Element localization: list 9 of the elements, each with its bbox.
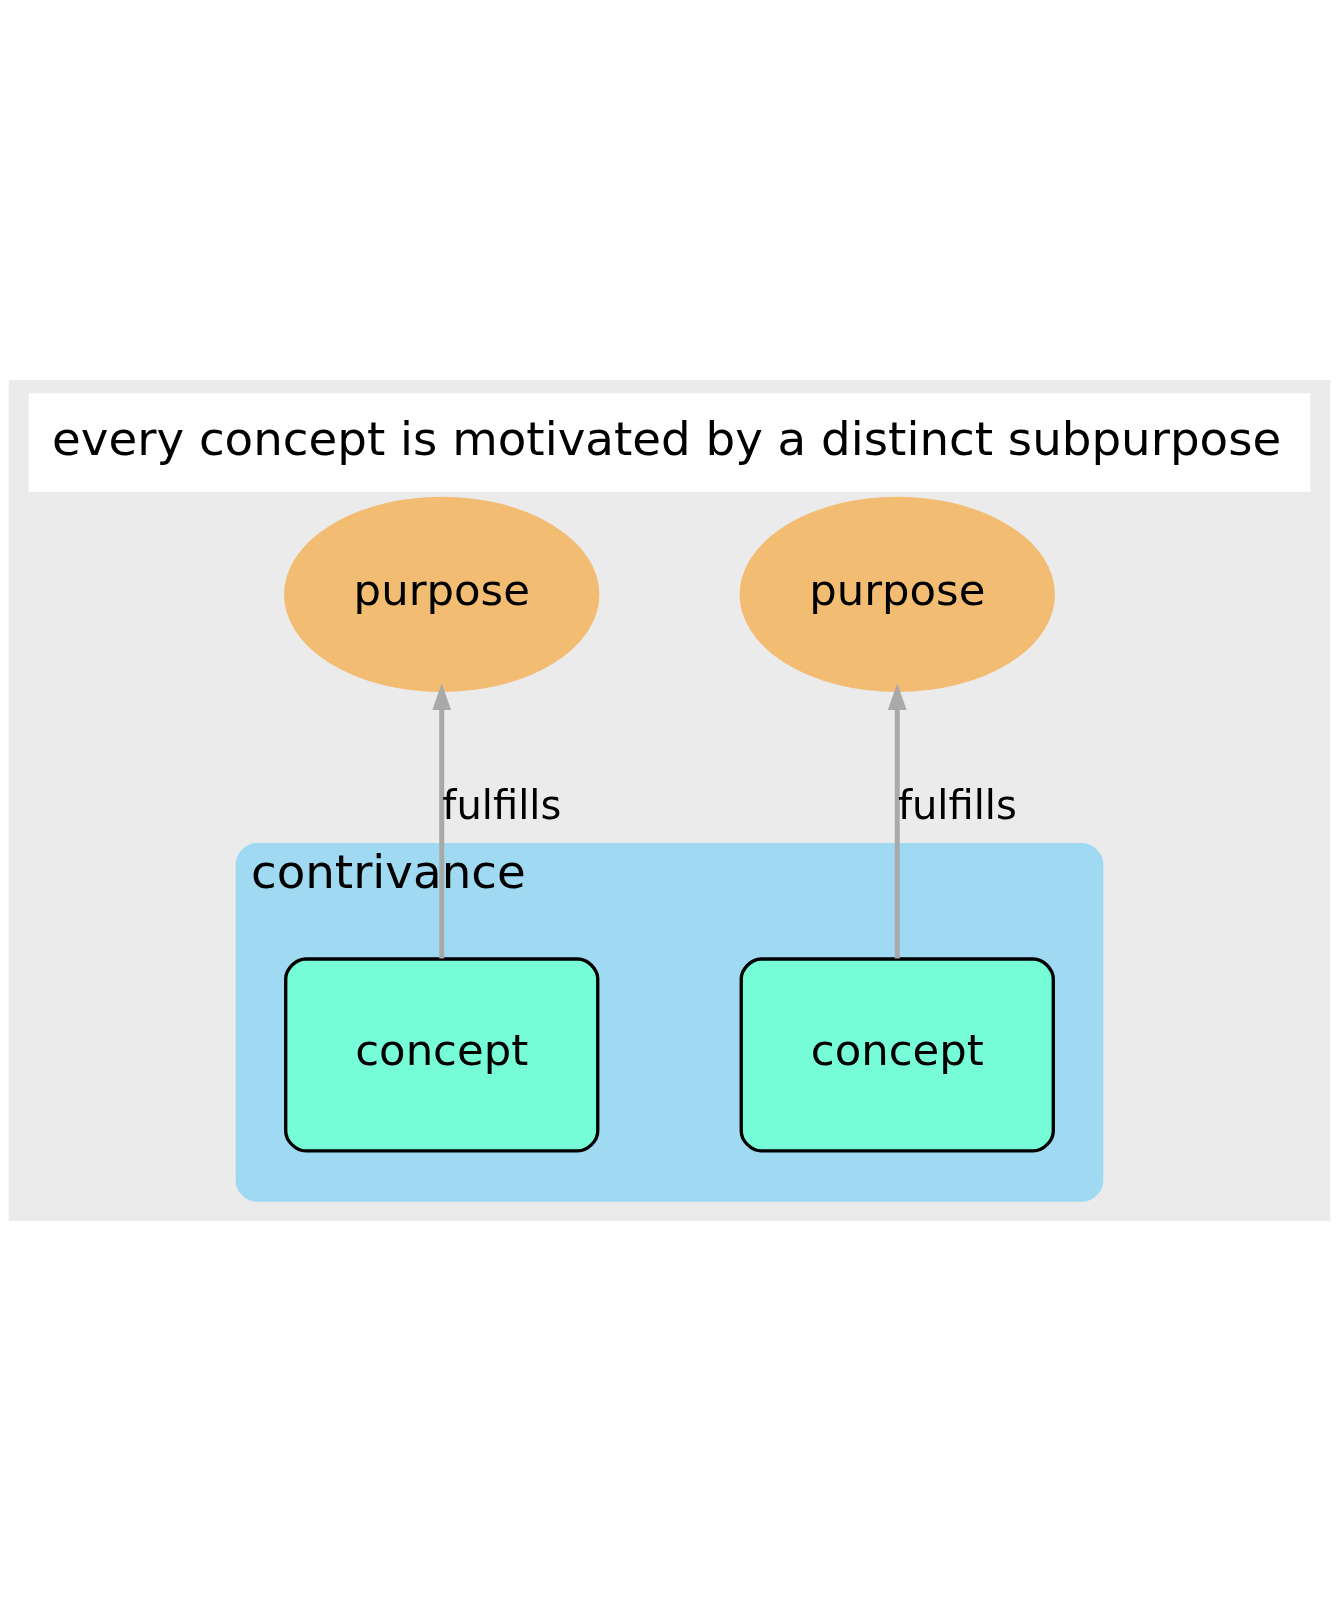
node-box: concept (739, 957, 1055, 1153)
node-ellipse: purpose (284, 496, 600, 693)
diagram-title: every concept is motivated by a distinct subpurpose (52, 411, 1282, 466)
node-ellipse: purpose (739, 496, 1055, 693)
arrow (432, 683, 452, 959)
edge-label: fulfills (442, 782, 562, 829)
node-box: concept (284, 957, 600, 1153)
arrow (887, 683, 907, 959)
edge-label: fulfills (897, 782, 1017, 829)
